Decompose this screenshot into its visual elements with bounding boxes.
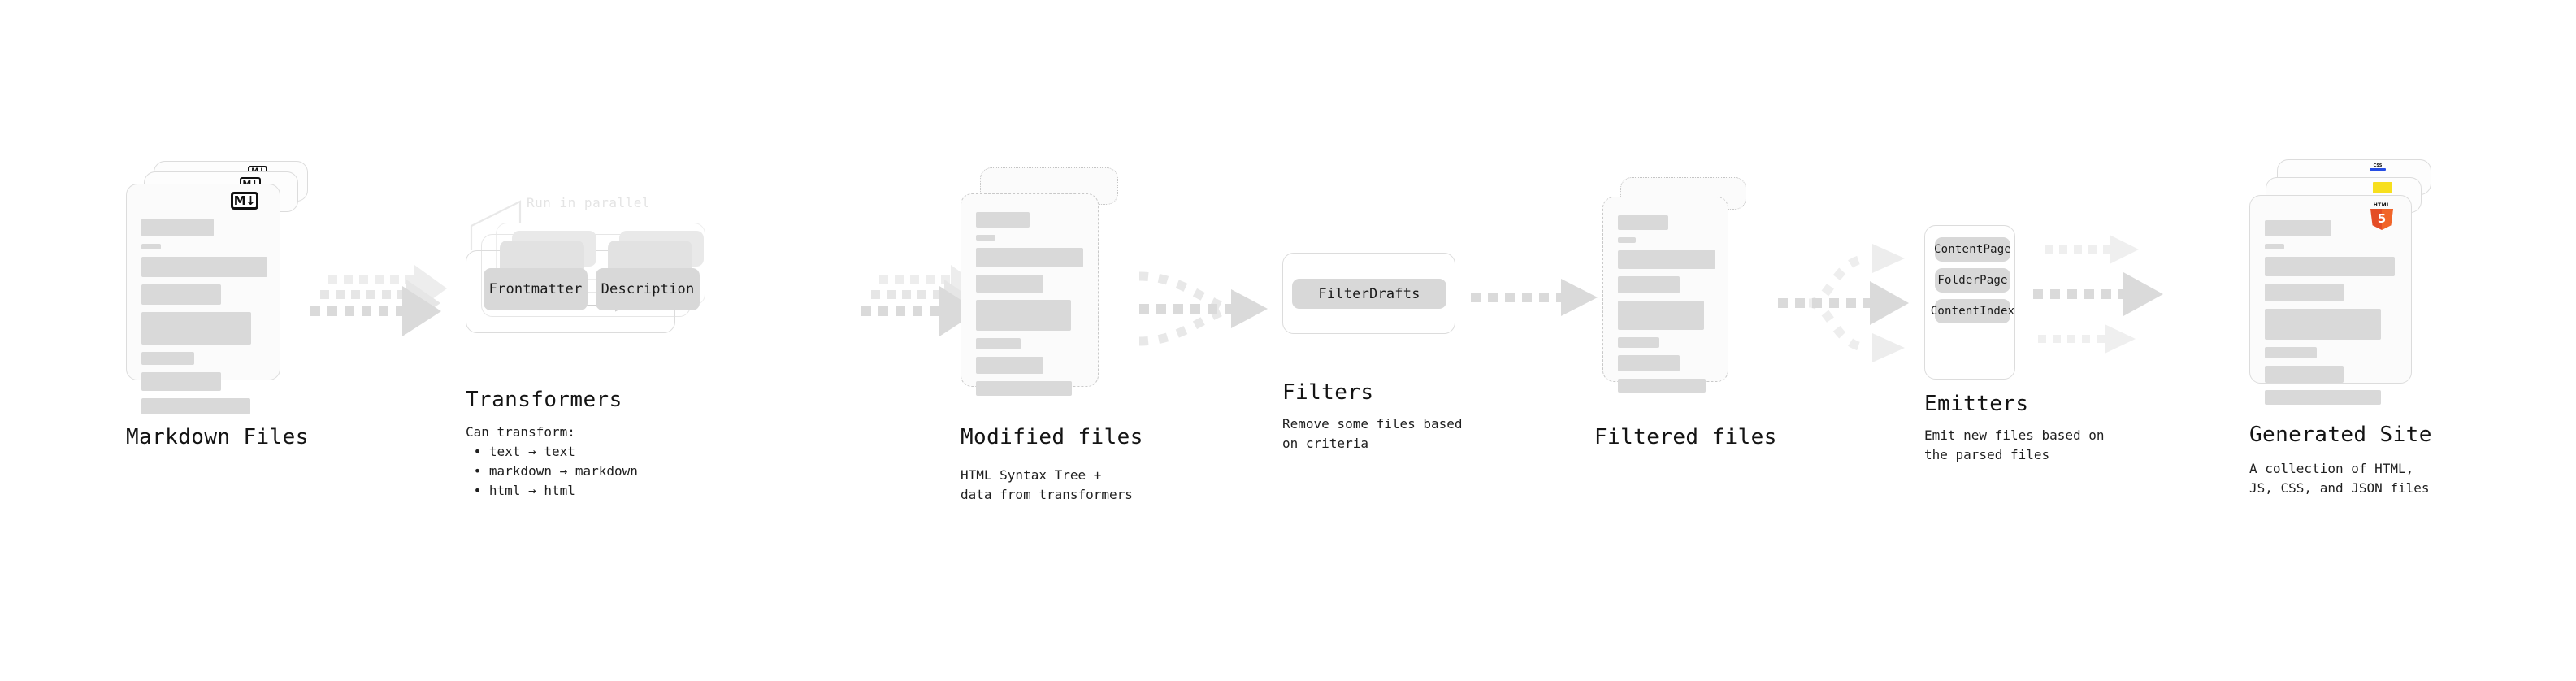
markdown-files-stack: M↓ M↓ M↓ <box>126 161 313 414</box>
markdown-sheet-front <box>126 184 280 414</box>
modified-sheet-front <box>961 193 1099 396</box>
content-line <box>2265 257 2395 276</box>
javascript-icon <box>2373 182 2392 193</box>
connector-md-to-transformers <box>310 265 447 336</box>
content-line <box>2265 366 2344 383</box>
stage-subtitle-filters: Remove some files based on criteria <box>1282 416 1463 451</box>
content-line <box>141 372 221 391</box>
content-line <box>141 352 194 365</box>
content-line <box>1618 237 1636 243</box>
stage-subtitle-transformers: Can transform: • text → text • markdown … <box>466 424 638 498</box>
markdown-content-lines <box>141 219 267 422</box>
html5-label: HTML <box>2373 202 2391 208</box>
html5-five: 5 <box>2377 210 2387 226</box>
css-label: CSS <box>2373 163 2383 168</box>
content-line <box>976 235 995 241</box>
html5-icon: HTML 5 <box>2370 202 2394 230</box>
content-line <box>1618 337 1659 348</box>
emitters-group <box>1924 225 2015 380</box>
connector-emitters-to-site <box>2033 235 2163 354</box>
filtered-sheet-front <box>1602 197 1728 393</box>
content-line <box>2265 347 2317 358</box>
content-line <box>141 219 214 236</box>
emitter-node-contentpage[interactable]: ContentPage <box>1934 237 2011 262</box>
content-line <box>141 284 221 305</box>
content-line <box>2265 244 2284 249</box>
stage-title-generated-site: Generated Site <box>2249 423 2432 447</box>
content-line <box>976 275 1043 293</box>
transformer-node-frontmatter[interactable]: Frontmatter <box>484 268 588 310</box>
connector-filters-to-filtered <box>1471 279 1598 316</box>
site-content-lines <box>2265 220 2398 412</box>
content-line <box>976 381 1072 396</box>
content-line <box>976 212 1030 228</box>
content-line <box>1618 301 1704 330</box>
transformer-node-description[interactable]: Description <box>596 268 700 310</box>
stage-title-transformers: Transformers <box>466 388 622 412</box>
connector-filtered-to-emitters <box>1778 244 1909 362</box>
content-line <box>976 300 1071 331</box>
generated-site-stack: CSS HTML 5 <box>2249 159 2444 405</box>
content-line <box>2265 284 2344 301</box>
css-bar <box>2370 168 2386 171</box>
content-line <box>2265 390 2381 405</box>
content-line <box>976 248 1083 267</box>
stage-title-emitters: Emitters <box>1924 392 2029 416</box>
stage-title-markdown-files: Markdown Files <box>126 425 309 449</box>
content-line <box>976 357 1043 374</box>
html5-shield: 5 <box>2370 209 2393 230</box>
filters-group <box>1282 253 1455 334</box>
content-line <box>1618 215 1668 230</box>
run-in-parallel-label: Run in parallel <box>527 195 650 210</box>
content-line <box>141 312 251 345</box>
content-line <box>141 398 250 414</box>
filter-node-filterdrafts[interactable]: FilterDrafts <box>1292 279 1446 309</box>
stage-subtitle-emitters: Emit new files based on the parsed files <box>1924 427 2105 462</box>
filtered-content-lines <box>1618 215 1715 400</box>
content-line <box>976 338 1021 349</box>
emitter-node-folderpage[interactable]: FolderPage <box>1935 268 2010 293</box>
content-line <box>1618 355 1680 371</box>
stage-subtitle-modified-files: HTML Syntax Tree + data from transformer… <box>961 467 1133 502</box>
filtered-files-stack <box>1602 177 1789 393</box>
content-line <box>2265 309 2381 340</box>
stage-title-filtered-files: Filtered files <box>1594 425 1777 449</box>
content-line <box>2265 220 2331 236</box>
content-line <box>1618 276 1680 293</box>
modified-content-lines <box>976 212 1085 403</box>
stage-subtitle-generated-site: A collection of HTML, JS, CSS, and JSON … <box>2249 461 2430 496</box>
connector-modified-to-filters <box>1138 271 1268 346</box>
run-in-parallel-bracket <box>470 200 522 250</box>
content-line <box>141 244 161 249</box>
content-line <box>1618 379 1706 393</box>
modified-files-stack <box>961 167 1147 396</box>
connector-transformers-to-modified <box>861 265 983 336</box>
stage-title-filters: Filters <box>1282 380 1374 405</box>
markdown-icon: M↓ <box>231 192 258 210</box>
css-icon: CSS <box>2370 163 2386 172</box>
emitter-node-contentindex[interactable]: ContentIndex <box>1931 299 2014 323</box>
stage-title-modified-files: Modified files <box>961 425 1143 449</box>
content-line <box>141 257 267 277</box>
content-line <box>1618 250 1715 269</box>
